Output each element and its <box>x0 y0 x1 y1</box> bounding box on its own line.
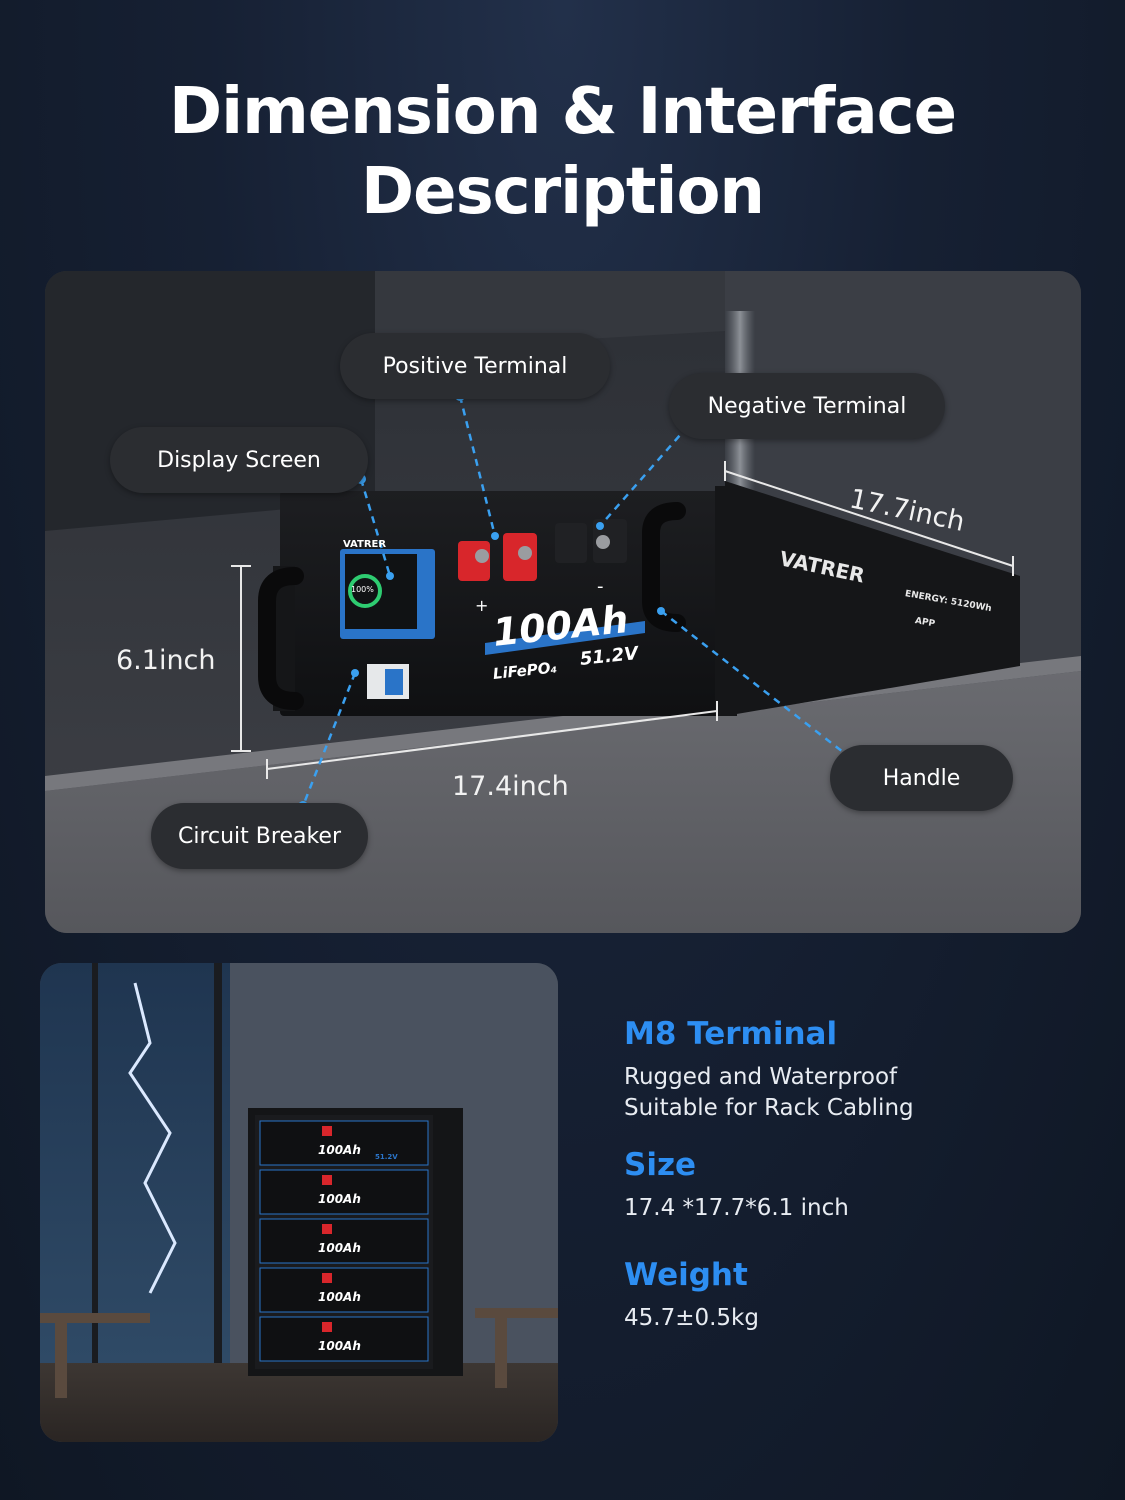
title-line-2: Description <box>361 155 765 229</box>
spec-weight: Weight 45.7±0.5kg <box>624 1257 1084 1334</box>
rack-unit-voltage-label: 51.2V <box>375 1153 398 1161</box>
rack-unit-2-label: 100Ah <box>318 1192 361 1206</box>
callout-handle: Handle <box>830 745 1013 811</box>
spec-m8-terminal-line-2: Suitable for Rack Cabling <box>624 1095 914 1121</box>
callout-positive-terminal-label: Positive Terminal <box>382 353 568 379</box>
battery-brand-logo: VATRER <box>343 539 387 550</box>
callout-display-screen-label: Display Screen <box>157 447 321 473</box>
callout-positive-terminal: Positive Terminal <box>340 333 610 399</box>
spec-m8-terminal-line-1: Rugged and Waterproof <box>624 1064 898 1090</box>
spec-size-value: 17.4 *17.7*6.1 inch <box>624 1195 849 1221</box>
callout-circuit-breaker: Circuit Breaker <box>151 803 368 869</box>
rack-unit-1-label: 100Ah <box>318 1143 361 1157</box>
callout-negative-terminal: Negative Terminal <box>669 373 945 439</box>
rack-unit-5-label: 100Ah <box>318 1339 361 1353</box>
page-title: Dimension & Interface Description <box>0 72 1125 232</box>
spec-size-heading: Size <box>624 1147 697 1183</box>
callout-handle-label: Handle <box>882 765 961 791</box>
spec-weight-heading: Weight <box>624 1257 748 1293</box>
spec-m8-terminal-heading: M8 Terminal <box>624 1016 838 1052</box>
negative-sign: - <box>597 576 604 597</box>
spec-size: Size 17.4 *17.7*6.1 inch <box>624 1147 1084 1224</box>
positive-sign: + <box>475 596 489 615</box>
rack-unit-4-label: 100Ah <box>318 1290 361 1304</box>
title-line-1: Dimension & Interface <box>169 75 957 149</box>
callout-circuit-breaker-label: Circuit Breaker <box>177 823 341 849</box>
callout-negative-terminal-label: Negative Terminal <box>707 393 907 419</box>
battery-dimension-image: VATRER 100% + - 100Ah LiFePO₄ 51.2V VATR… <box>45 271 1081 933</box>
callout-display-screen: Display Screen <box>110 427 368 493</box>
width-dimension-label: 17.4inch <box>452 771 569 802</box>
spec-m8-terminal: M8 Terminal Rugged and Waterproof Suitab… <box>624 1016 1084 1124</box>
rack-unit-3-label: 100Ah <box>318 1241 361 1255</box>
spec-weight-value: 45.7±0.5kg <box>624 1305 759 1331</box>
height-dimension-label: 6.1inch <box>116 645 216 676</box>
rack-illustration <box>40 963 558 1442</box>
rack-installation-image: 100Ah 100Ah 100Ah 100Ah 100Ah 51.2V <box>40 963 558 1442</box>
display-percent: 100% <box>351 585 374 594</box>
